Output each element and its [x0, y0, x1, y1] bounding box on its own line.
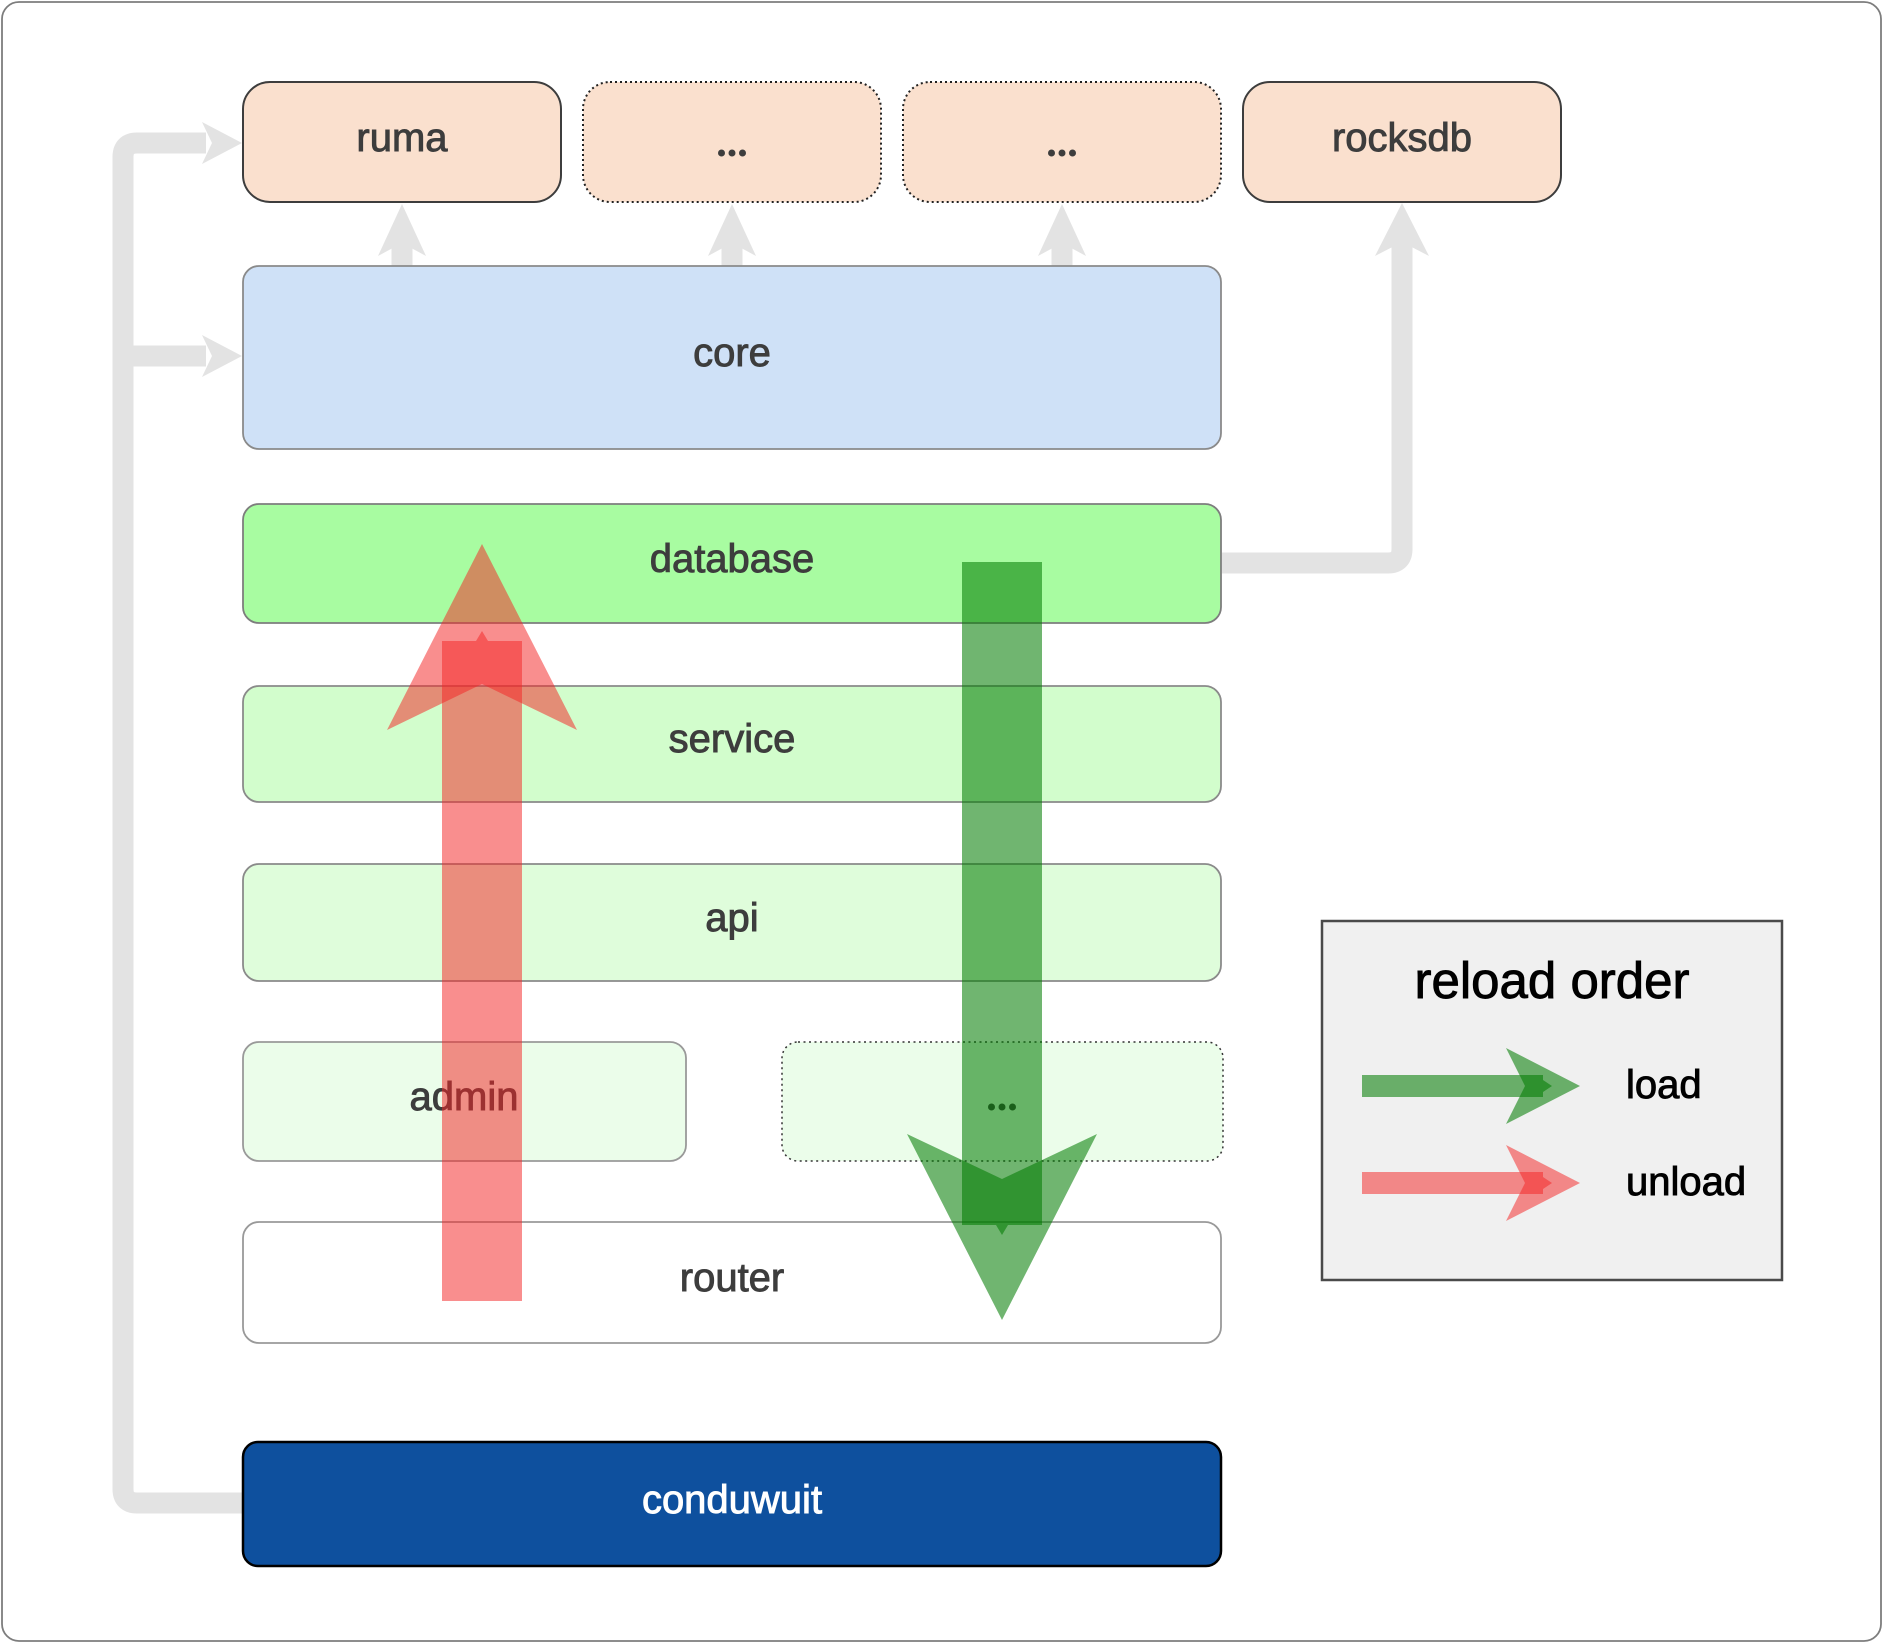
svg-text:rocksdb: rocksdb [1332, 116, 1472, 160]
svg-text:ruma: ruma [356, 116, 448, 160]
svg-text:router: router [680, 1256, 785, 1300]
svg-text:core: core [693, 331, 771, 375]
svg-text:unload: unload [1626, 1160, 1746, 1204]
svg-text:api: api [705, 896, 758, 940]
svg-text:load: load [1626, 1063, 1702, 1107]
svg-text:service: service [669, 717, 796, 761]
svg-text:reload order: reload order [1415, 952, 1690, 1009]
svg-text:conduwuit: conduwuit [642, 1478, 822, 1522]
svg-text:database: database [650, 537, 815, 581]
